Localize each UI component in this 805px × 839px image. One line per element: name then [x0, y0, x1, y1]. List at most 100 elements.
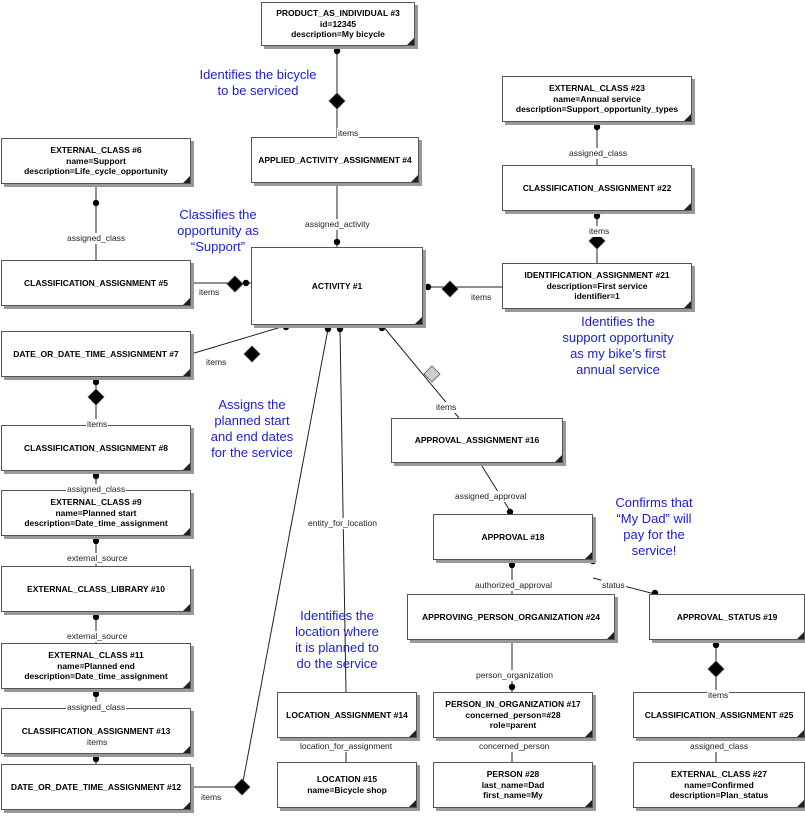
relation-label-r-items-12: items [200, 792, 223, 803]
entity-title: PERSON #28 [486, 769, 540, 780]
annotation-line: support opportunity [562, 330, 674, 345]
annotation-line: for the service [211, 445, 293, 460]
activity-to-dta7-line [190, 324, 289, 355]
corner-marker-icon [183, 681, 190, 688]
relation-label-r-items-8: items [86, 419, 109, 430]
corner-marker-icon [411, 175, 418, 182]
entity-applied-activity-assignment-4[interactable]: APPLIED_ACTIVITY_ASSIGNMENT #4 [251, 137, 419, 183]
aaa4-items-diamond [328, 92, 346, 110]
entity-approving-person-org-24[interactable]: APPROVING_PERSON_ORGANIZATION #24 [407, 594, 615, 640]
a18-apo24-end-dot [508, 561, 516, 569]
relation-label-r-items-22: items [588, 226, 611, 237]
entity-classification-assignment-5[interactable]: CLASSIFICATION_ASSIGNMENT #5 [1, 260, 191, 306]
corner-marker-icon [797, 730, 804, 737]
ca25-items-diamond [707, 660, 725, 678]
entity-approval-status-19[interactable]: APPROVAL_STATUS #19 [649, 594, 805, 640]
aaa4-activity-end-dot [333, 238, 341, 246]
relation-label-r-status: status [601, 580, 626, 591]
entity-attribute: concerned_person=#28 [465, 709, 561, 720]
aa16-items-hollow-diamond [423, 365, 441, 383]
corner-marker-icon [183, 176, 190, 183]
relation-label-r-items-7: items [205, 357, 228, 368]
entity-attribute: last_name=Dad [481, 779, 545, 790]
relation-label-r-entity-for-location: entity_for_location [307, 518, 378, 529]
ec6-ca5-end-dot [92, 199, 100, 207]
relation-label-r-assigned-approval: assigned_approval [454, 491, 528, 502]
ca8-items-diamond [87, 388, 105, 406]
entity-title: EXTERNAL_CLASS #11 [48, 650, 144, 661]
corner-marker-icon [797, 800, 804, 807]
entity-attribute: description=Support_opportunity_types [515, 104, 679, 115]
entity-attribute: identifier=1 [574, 291, 620, 302]
annotation-line: as my bike’s first [570, 346, 666, 361]
relation-label-r-concerned-person: concerned_person [478, 741, 551, 752]
annotation-line: “Support” [190, 239, 246, 254]
entity-title: EXTERNAL_CLASS #6 [50, 145, 142, 156]
entity-attribute: role=parent [489, 720, 537, 731]
annotation-line: it is planned to [295, 640, 379, 655]
corner-marker-icon [585, 552, 592, 559]
relation-label-r-items-5: items [198, 287, 221, 298]
entity-date-assignment-7[interactable]: DATE_OR_DATE_TIME_ASSIGNMENT #7 [1, 331, 191, 377]
annotation-line: “My Dad” will [616, 511, 692, 526]
product-aaa4-end-dot [333, 47, 341, 55]
ca8-ec9-end-dot [92, 472, 100, 480]
entity-external-class-library-10[interactable]: EXTERNAL_CLASS_LIBRARY #10 [1, 566, 191, 612]
entity-location-assignment-14[interactable]: LOCATION_ASSIGNMENT #14 [277, 692, 417, 738]
entity-title: CLASSIFICATION_ASSIGNMENT #22 [522, 182, 672, 193]
entity-approval-assignment-16[interactable]: APPROVAL_ASSIGNMENT #16 [391, 418, 563, 463]
annotation-line: Identifies the [300, 608, 374, 623]
ia21-items-diamond [588, 232, 606, 250]
entity-approval-18[interactable]: APPROVAL #18 [433, 514, 593, 560]
entity-title: LOCATION_ASSIGNMENT #14 [286, 709, 408, 720]
annotation-line: planned start [214, 413, 290, 428]
entity-title: CLASSIFICATION_ASSIGNMENT #13 [21, 725, 171, 736]
entity-attribute: name=Bicycle shop [307, 785, 387, 795]
entity-title: EXTERNAL_CLASS #23 [549, 83, 645, 94]
entity-title: APPROVING_PERSON_ORGANIZATION #24 [422, 611, 600, 622]
entity-attribute: first_name=My [483, 790, 543, 801]
entity-attribute: id=12345 [319, 18, 357, 29]
activity-dta12-end-dot [324, 325, 332, 333]
entity-classification-assignment-8[interactable]: CLASSIFICATION_ASSIGNMENT #8 [1, 425, 191, 471]
activity-to-la14-line [339, 328, 347, 693]
entity-title: IDENTIFICATION_ASSIGNMENT #21 [524, 270, 670, 281]
entity-title: CLASSIFICATION_ASSIGNMENT #25 [644, 709, 794, 720]
corner-marker-icon [684, 114, 691, 121]
ca5-items-diamond [226, 275, 244, 293]
entity-attribute: name=Support [66, 155, 126, 166]
entity-activity-1[interactable]: ACTIVITY #1 [251, 247, 423, 325]
entity-classification-assignment-22[interactable]: CLASSIFICATION_ASSIGNMENT #22 [502, 165, 692, 211]
entity-title: APPROVAL #18 [481, 531, 545, 542]
corner-marker-icon [183, 298, 190, 305]
ia21-diamond-diamond [441, 280, 459, 298]
entity-title: APPROVAL_ASSIGNMENT #16 [414, 435, 540, 446]
relation-label-r-authorized-approval: authorized_approval [474, 580, 554, 591]
entity-attribute: description=Life_cycle_opportunity [24, 166, 168, 177]
aa16-to-a18-line [479, 462, 513, 515]
relation-label-r-assigned-class-23: assigned_class [568, 148, 629, 159]
relation-label-r-items-16: items [435, 402, 458, 413]
corner-marker-icon [555, 455, 562, 462]
annotation-line: location where [295, 624, 379, 639]
activity-dta7-end-dot [282, 323, 290, 331]
activity-to-dta12-line [241, 328, 329, 788]
entity-attribute: name=Annual service [553, 93, 641, 104]
annotation-line: pay for the [623, 527, 685, 542]
corner-marker-icon [797, 632, 804, 639]
entity-title: ACTIVITY #1 [311, 280, 363, 291]
entity-date-assignment-12[interactable]: DATE_OR_DATE_TIME_ASSIGNMENT #12 [1, 764, 191, 810]
